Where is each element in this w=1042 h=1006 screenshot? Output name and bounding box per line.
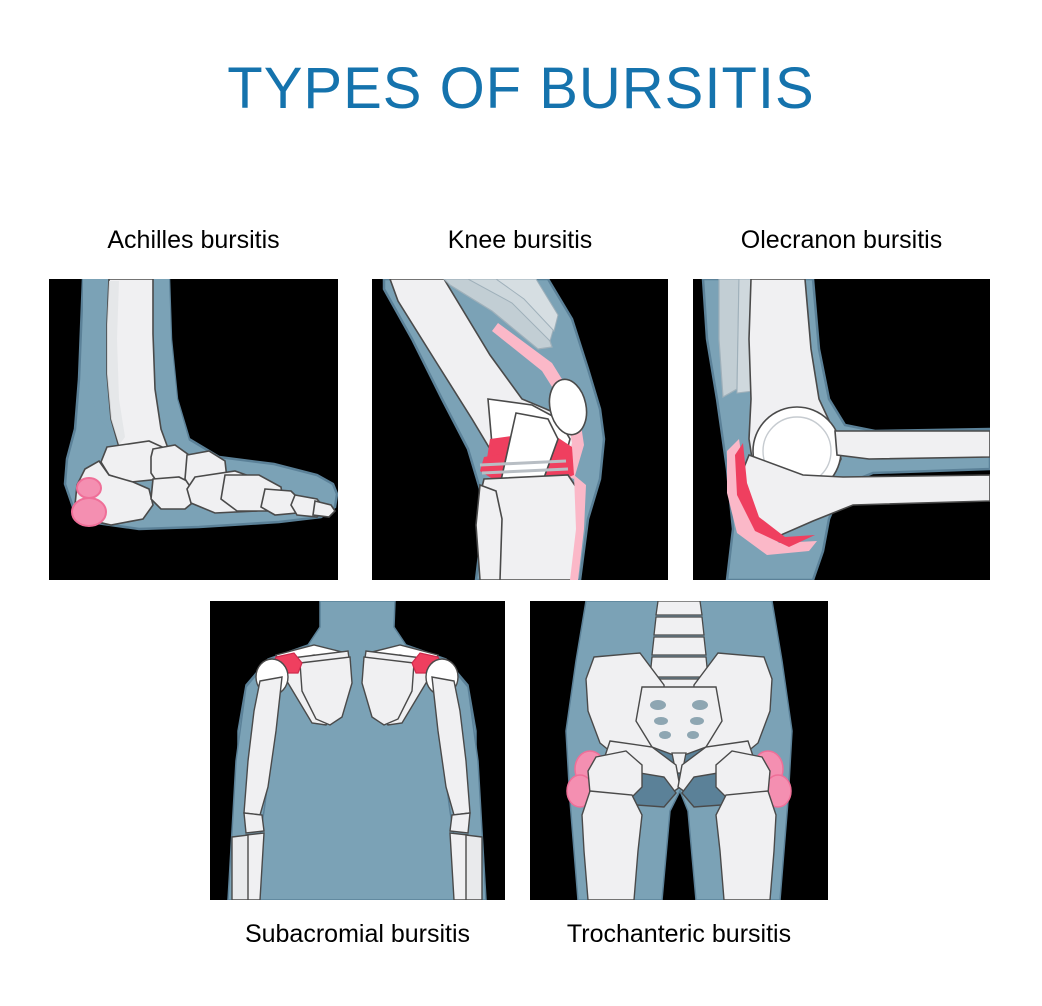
joint-line-2 — [481, 467, 569, 475]
subcutaneous-calcaneal-bursa — [71, 497, 107, 527]
bone-femur-right — [715, 790, 777, 900]
knee-illustration — [382, 279, 606, 580]
bone-femur-left — [581, 790, 643, 900]
olecranon-bursa-halo — [727, 439, 817, 555]
sacral-foramen-l3 — [659, 731, 671, 739]
sacral-foramen-r1 — [692, 700, 708, 710]
bone-scapula-left-body — [299, 656, 353, 726]
bone-phalanx-distal — [312, 500, 337, 518]
joint-line-1 — [479, 459, 567, 467]
panel-label-knee: Knee bursitis — [447, 226, 593, 254]
bone-vertebra-l4 — [649, 656, 709, 678]
panel-trochanteric-bursitis[interactable] — [530, 601, 828, 900]
page-title: TYPES OF BURSITIS — [227, 56, 815, 121]
retrocalcaneal-bursa — [76, 477, 102, 499]
achilles-illustration — [63, 279, 338, 531]
bone-patella — [548, 378, 588, 436]
quadriceps-tendon-band-3 — [495, 279, 559, 333]
panel-label-subacromial: Subacromial bursitis — [244, 920, 471, 948]
panel-subacromial-bursitis[interactable] — [210, 601, 505, 900]
olecranon-bursa-inflamed — [735, 443, 815, 547]
panel-label-achilles: Achilles bursitis — [107, 226, 280, 254]
olecranon-illustration — [701, 279, 990, 580]
sacral-foramen-l1 — [650, 700, 666, 710]
bone-fibula — [475, 483, 503, 580]
bone-scapula-right-body — [361, 656, 415, 726]
lateral-bursa-strip — [570, 475, 586, 580]
subacromial-illustration — [227, 601, 487, 900]
bone-elbow-right — [449, 812, 471, 834]
bone-vertebra-l1 — [655, 601, 703, 616]
panel-achilles-bursitis[interactable] — [49, 279, 338, 580]
panel-olecranon-bursitis[interactable] — [693, 279, 990, 580]
bone-radius — [834, 430, 990, 460]
bone-elbow-left — [243, 812, 265, 834]
bone-ulna-left — [231, 834, 249, 900]
triceps-tendon-band-1 — [718, 279, 740, 398]
sacral-foramen-r2 — [690, 717, 704, 725]
panel-label-olecranon: Olecranon bursitis — [740, 226, 943, 254]
trochanteric-illustration — [565, 601, 793, 900]
sacral-foramen-r3 — [687, 731, 699, 739]
bone-ulna-right — [465, 834, 483, 900]
bone-vertebra-l2 — [653, 616, 705, 636]
bone-fibula — [107, 281, 125, 445]
panel-knee-bursitis[interactable] — [372, 279, 668, 580]
bone-cuboid — [150, 476, 198, 510]
panel-label-trochanteric: Trochanteric bursitis — [566, 920, 792, 948]
bone-vertebra-l3 — [651, 636, 707, 656]
sacral-foramen-l2 — [654, 717, 668, 725]
